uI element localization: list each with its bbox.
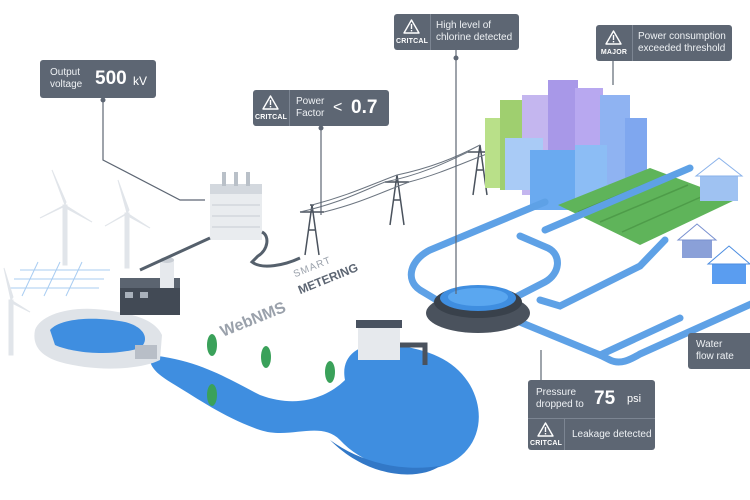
- power-consumption-text-1: Power consumption: [638, 31, 726, 42]
- trees: [207, 334, 335, 406]
- farm-field: [558, 168, 735, 245]
- severity-label: MAJOR: [600, 49, 628, 56]
- pressure-value: 75: [594, 388, 616, 409]
- output-voltage-label-1: Output: [50, 67, 81, 78]
- transmission-towers: [299, 144, 493, 256]
- pressure-card: Pressure dropped to 75 psi: [528, 380, 655, 418]
- power-consumption-alert: MAJOR: [596, 25, 633, 61]
- leakage-alert: CRITCAL: [528, 419, 565, 450]
- power-factor-alert: CRITCAL: [253, 90, 290, 126]
- alert-triangle-icon: [537, 422, 554, 437]
- underground-cable: [139, 230, 301, 272]
- power-station: [120, 257, 180, 315]
- severity-label: CRITCAL: [254, 114, 288, 121]
- pressure-label-2: dropped to: [536, 399, 584, 410]
- severity-label: CRITCAL: [529, 440, 563, 447]
- power-factor-card: CRITCAL Power Factor < 0.7: [253, 90, 389, 126]
- power-consumption-card: MAJOR Power consumption exceeded thresho…: [596, 25, 732, 61]
- power-factor-label-1: Power: [296, 96, 325, 107]
- callout-dots: [100, 55, 459, 131]
- output-voltage-value: 500: [95, 68, 127, 89]
- wind-turbines: [3, 169, 151, 356]
- power-consumption-text-2: exceeded threshold: [638, 43, 726, 54]
- callout-lines: [102, 49, 614, 380]
- river: [149, 344, 479, 470]
- chlorine-text-2: chlorine detected: [436, 32, 513, 43]
- water-flow-text-2: flow rate: [696, 351, 734, 362]
- chlorine-text-1: High level of: [436, 20, 492, 31]
- output-voltage-label-2: voltage: [50, 79, 83, 90]
- leakage-card: CRITCAL Leakage detected: [528, 418, 655, 450]
- leakage-text: Leakage detected: [572, 429, 652, 440]
- power-factor-operator: <: [333, 99, 343, 116]
- dam-gate: [135, 345, 157, 359]
- treatment-plant: [426, 285, 530, 333]
- alert-triangle-icon: [262, 95, 279, 110]
- water-pipes: [407, 164, 750, 366]
- output-voltage-card: Output voltage 500 kV: [40, 60, 156, 98]
- solar-farm: [9, 261, 110, 297]
- alert-triangle-icon: [403, 19, 420, 34]
- houses: [676, 157, 750, 284]
- transformer-building: [210, 172, 262, 240]
- river-highlight: [330, 440, 440, 475]
- alert-triangle-icon: [605, 30, 622, 45]
- pressure-unit: psi: [627, 393, 642, 405]
- output-voltage-unit: kV: [133, 74, 148, 88]
- city-buildings: [485, 80, 647, 210]
- power-factor-label-2: Factor: [296, 108, 325, 119]
- chlorine-alert-card: CRITCAL High level of chlorine detected: [394, 14, 519, 50]
- chlorine-alert: CRITCAL: [394, 14, 431, 50]
- dam-reservoir: [50, 318, 145, 354]
- pressure-label-1: Pressure: [536, 387, 577, 398]
- water-flow-card: Water flow rate: [688, 333, 750, 369]
- water-flow-text-1: Water: [696, 339, 723, 350]
- power-factor-value: 0.7: [351, 97, 378, 118]
- pump-house: [356, 320, 428, 365]
- severity-label: CRITCAL: [395, 38, 429, 45]
